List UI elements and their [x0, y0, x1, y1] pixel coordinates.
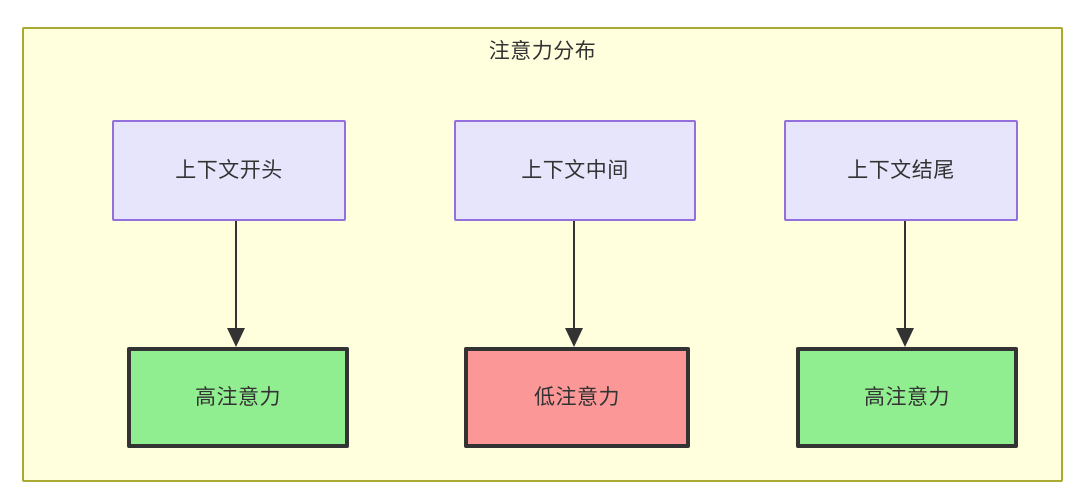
arrow-down-icon	[227, 221, 245, 347]
edge-context-start-to-high-attention	[223, 221, 249, 347]
arrow-down-icon	[565, 221, 583, 347]
subgraph-title: 注意力分布	[488, 40, 597, 63]
arrow-down-icon	[896, 221, 914, 347]
node-context-middle[interactable]: 上下文中间	[454, 120, 696, 221]
node-attention-middle[interactable]: 低注意力	[464, 347, 690, 448]
attention-distribution-subgraph: 注意力分布 上下文开头 上下文中间 上下文结尾 高注意力 低注	[22, 27, 1063, 482]
edge-context-middle-to-low-attention	[561, 221, 587, 347]
node-context-start[interactable]: 上下文开头	[112, 120, 346, 221]
node-attention-end[interactable]: 高注意力	[796, 347, 1018, 448]
node-attention-start[interactable]: 高注意力	[127, 347, 349, 448]
node-context-end[interactable]: 上下文结尾	[784, 120, 1018, 221]
edge-context-end-to-high-attention	[892, 221, 918, 347]
